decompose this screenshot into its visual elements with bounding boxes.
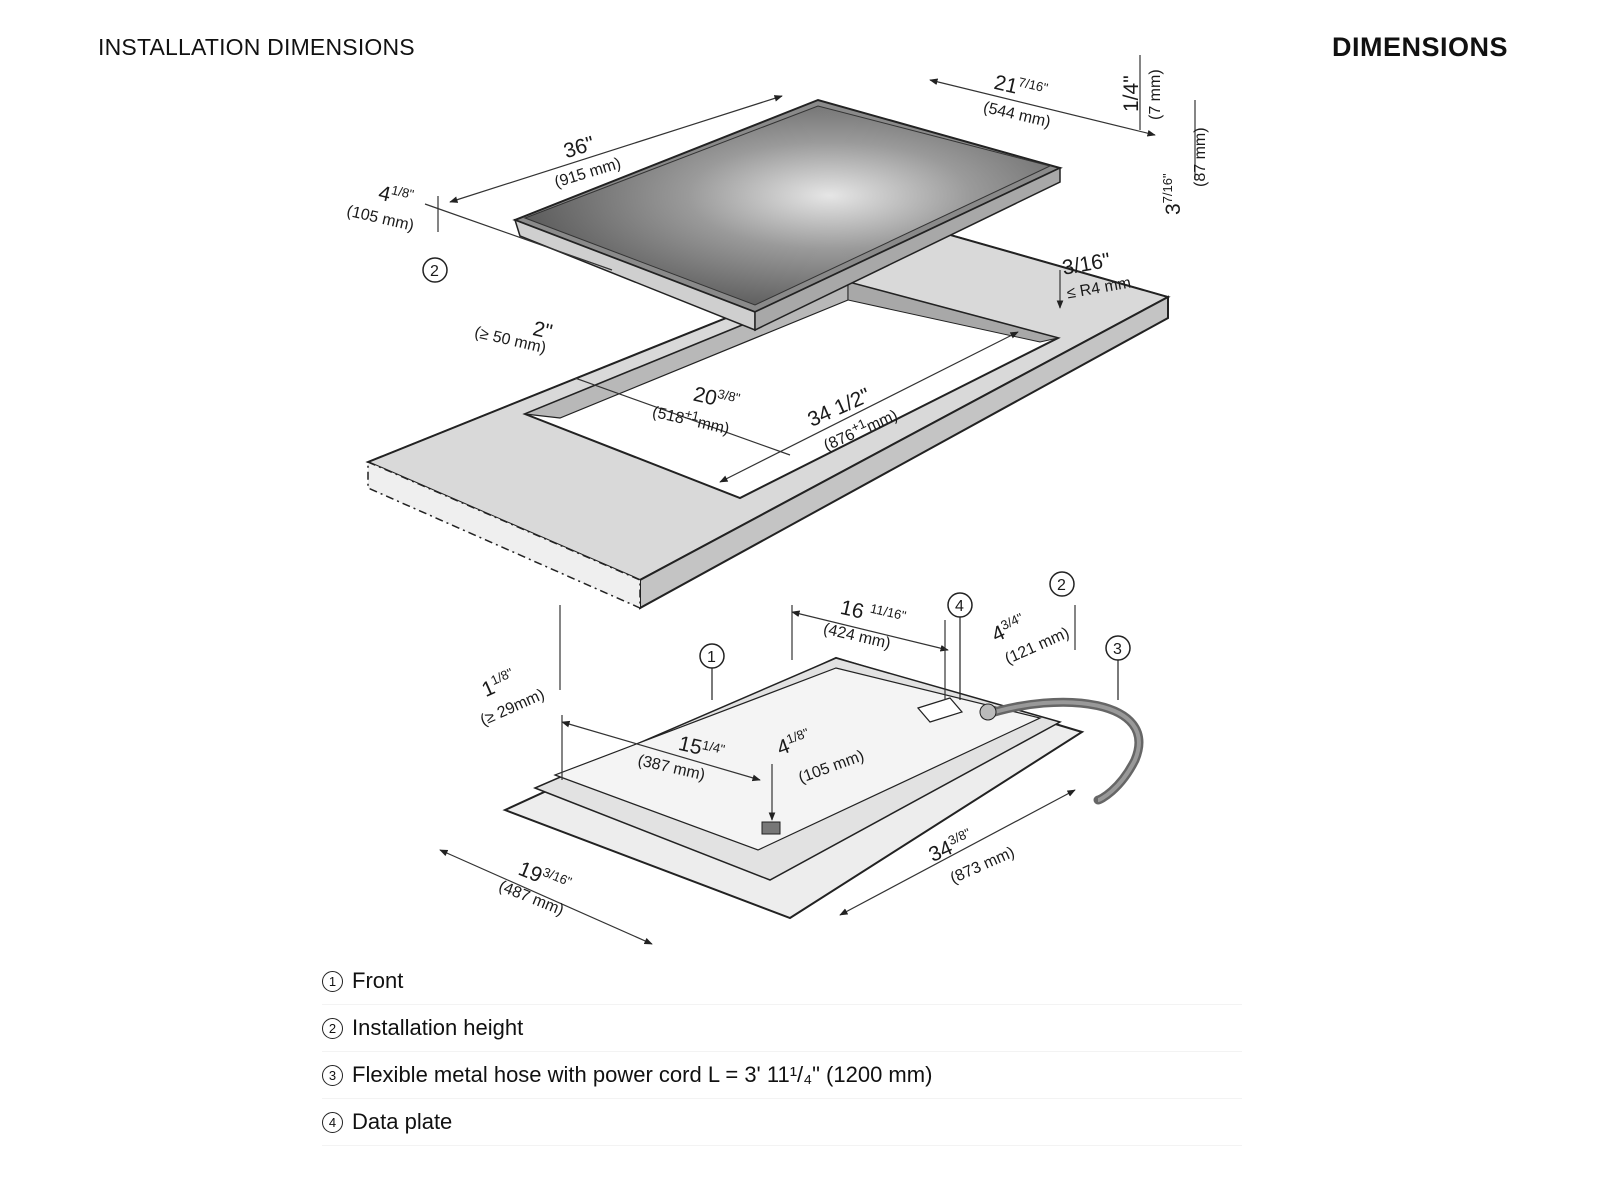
dim-b-mm: (121 mm) [1003, 625, 1072, 668]
glass-thickness-mm: (7 mm) [1147, 69, 1164, 120]
legend-text: Data plate [352, 1109, 453, 1134]
legend-number: 3 [322, 1064, 343, 1086]
svg-text:2: 2 [430, 263, 439, 280]
legend-text: Installation height [352, 1015, 524, 1040]
callout-1: 1 [699, 643, 725, 700]
dim-b-inch: 43/4" [988, 610, 1030, 647]
cooktop-underside [502, 656, 1144, 920]
legend-item: 1 Front [322, 958, 1242, 1005]
dim-c-inch: 151/4" [676, 732, 726, 765]
install-height-mm: (105 mm) [345, 203, 416, 235]
cooktop-depth-inch: 217/16" [992, 69, 1050, 105]
legend: 1 Front 2 Installation height 3 Flexible… [322, 958, 1242, 1146]
dim-f-mm: (873 mm) [948, 844, 1017, 887]
callout-2-bottom: 2 [1049, 571, 1075, 597]
dim-a-mm: (424 mm) [822, 621, 893, 653]
dimension-lines [424, 55, 1196, 945]
callout-4: 4 [947, 592, 973, 700]
legend-item: 4 Data plate [322, 1099, 1242, 1146]
svg-text:3: 3 [1113, 641, 1122, 658]
cooktop-height-mm: (87 mm) [1192, 127, 1209, 187]
legend-text: Front [352, 968, 404, 993]
callout-3: 3 [1105, 635, 1131, 700]
install-height-inch: 41/8" [376, 180, 415, 212]
installation-dimensions-heading: INSTALLATION DIMENSIONS [98, 34, 415, 60]
svg-text:4: 4 [955, 598, 964, 615]
data-plate [916, 697, 964, 723]
legend-number: 1 [322, 970, 343, 992]
callout-2-top: 2 [422, 257, 448, 283]
counter-thickness-inch: 11/8" [478, 665, 520, 702]
cooktop-unit [512, 98, 1063, 332]
cutout-depth-inch: 203/8" [691, 381, 742, 416]
legend-number: 2 [322, 1017, 343, 1039]
glass-thickness-inch: 1/4" [1120, 75, 1143, 112]
legend-item: 2 Installation height [322, 1005, 1242, 1052]
cutout-depth-mm: (518±1mm) [651, 399, 732, 438]
legend-text: Flexible metal hose with power cord L = … [352, 1062, 933, 1087]
legend-item: 3 Flexible metal hose with power cord L … [322, 1052, 1242, 1099]
dim-d-inch: 41/8" [773, 725, 814, 760]
cooktop-height-inch: 37/16" [1160, 173, 1185, 215]
cutout-margin-inch: 2" [531, 317, 555, 344]
svg-text:1: 1 [707, 649, 716, 666]
cooktop-width-inch: 36" [561, 132, 597, 163]
legend-number: 4 [322, 1111, 343, 1133]
dimensions-heading: DIMENSIONS [1331, 32, 1508, 62]
corner-radius-inch: 3/16" [1060, 249, 1112, 280]
svg-text:2: 2 [1057, 577, 1066, 594]
installation-diagram: 36" (915 mm) 217/16" (544 mm) 1/4" (7 mm… [345, 55, 1209, 945]
cooktop-depth-mm: (544 mm) [982, 99, 1053, 131]
